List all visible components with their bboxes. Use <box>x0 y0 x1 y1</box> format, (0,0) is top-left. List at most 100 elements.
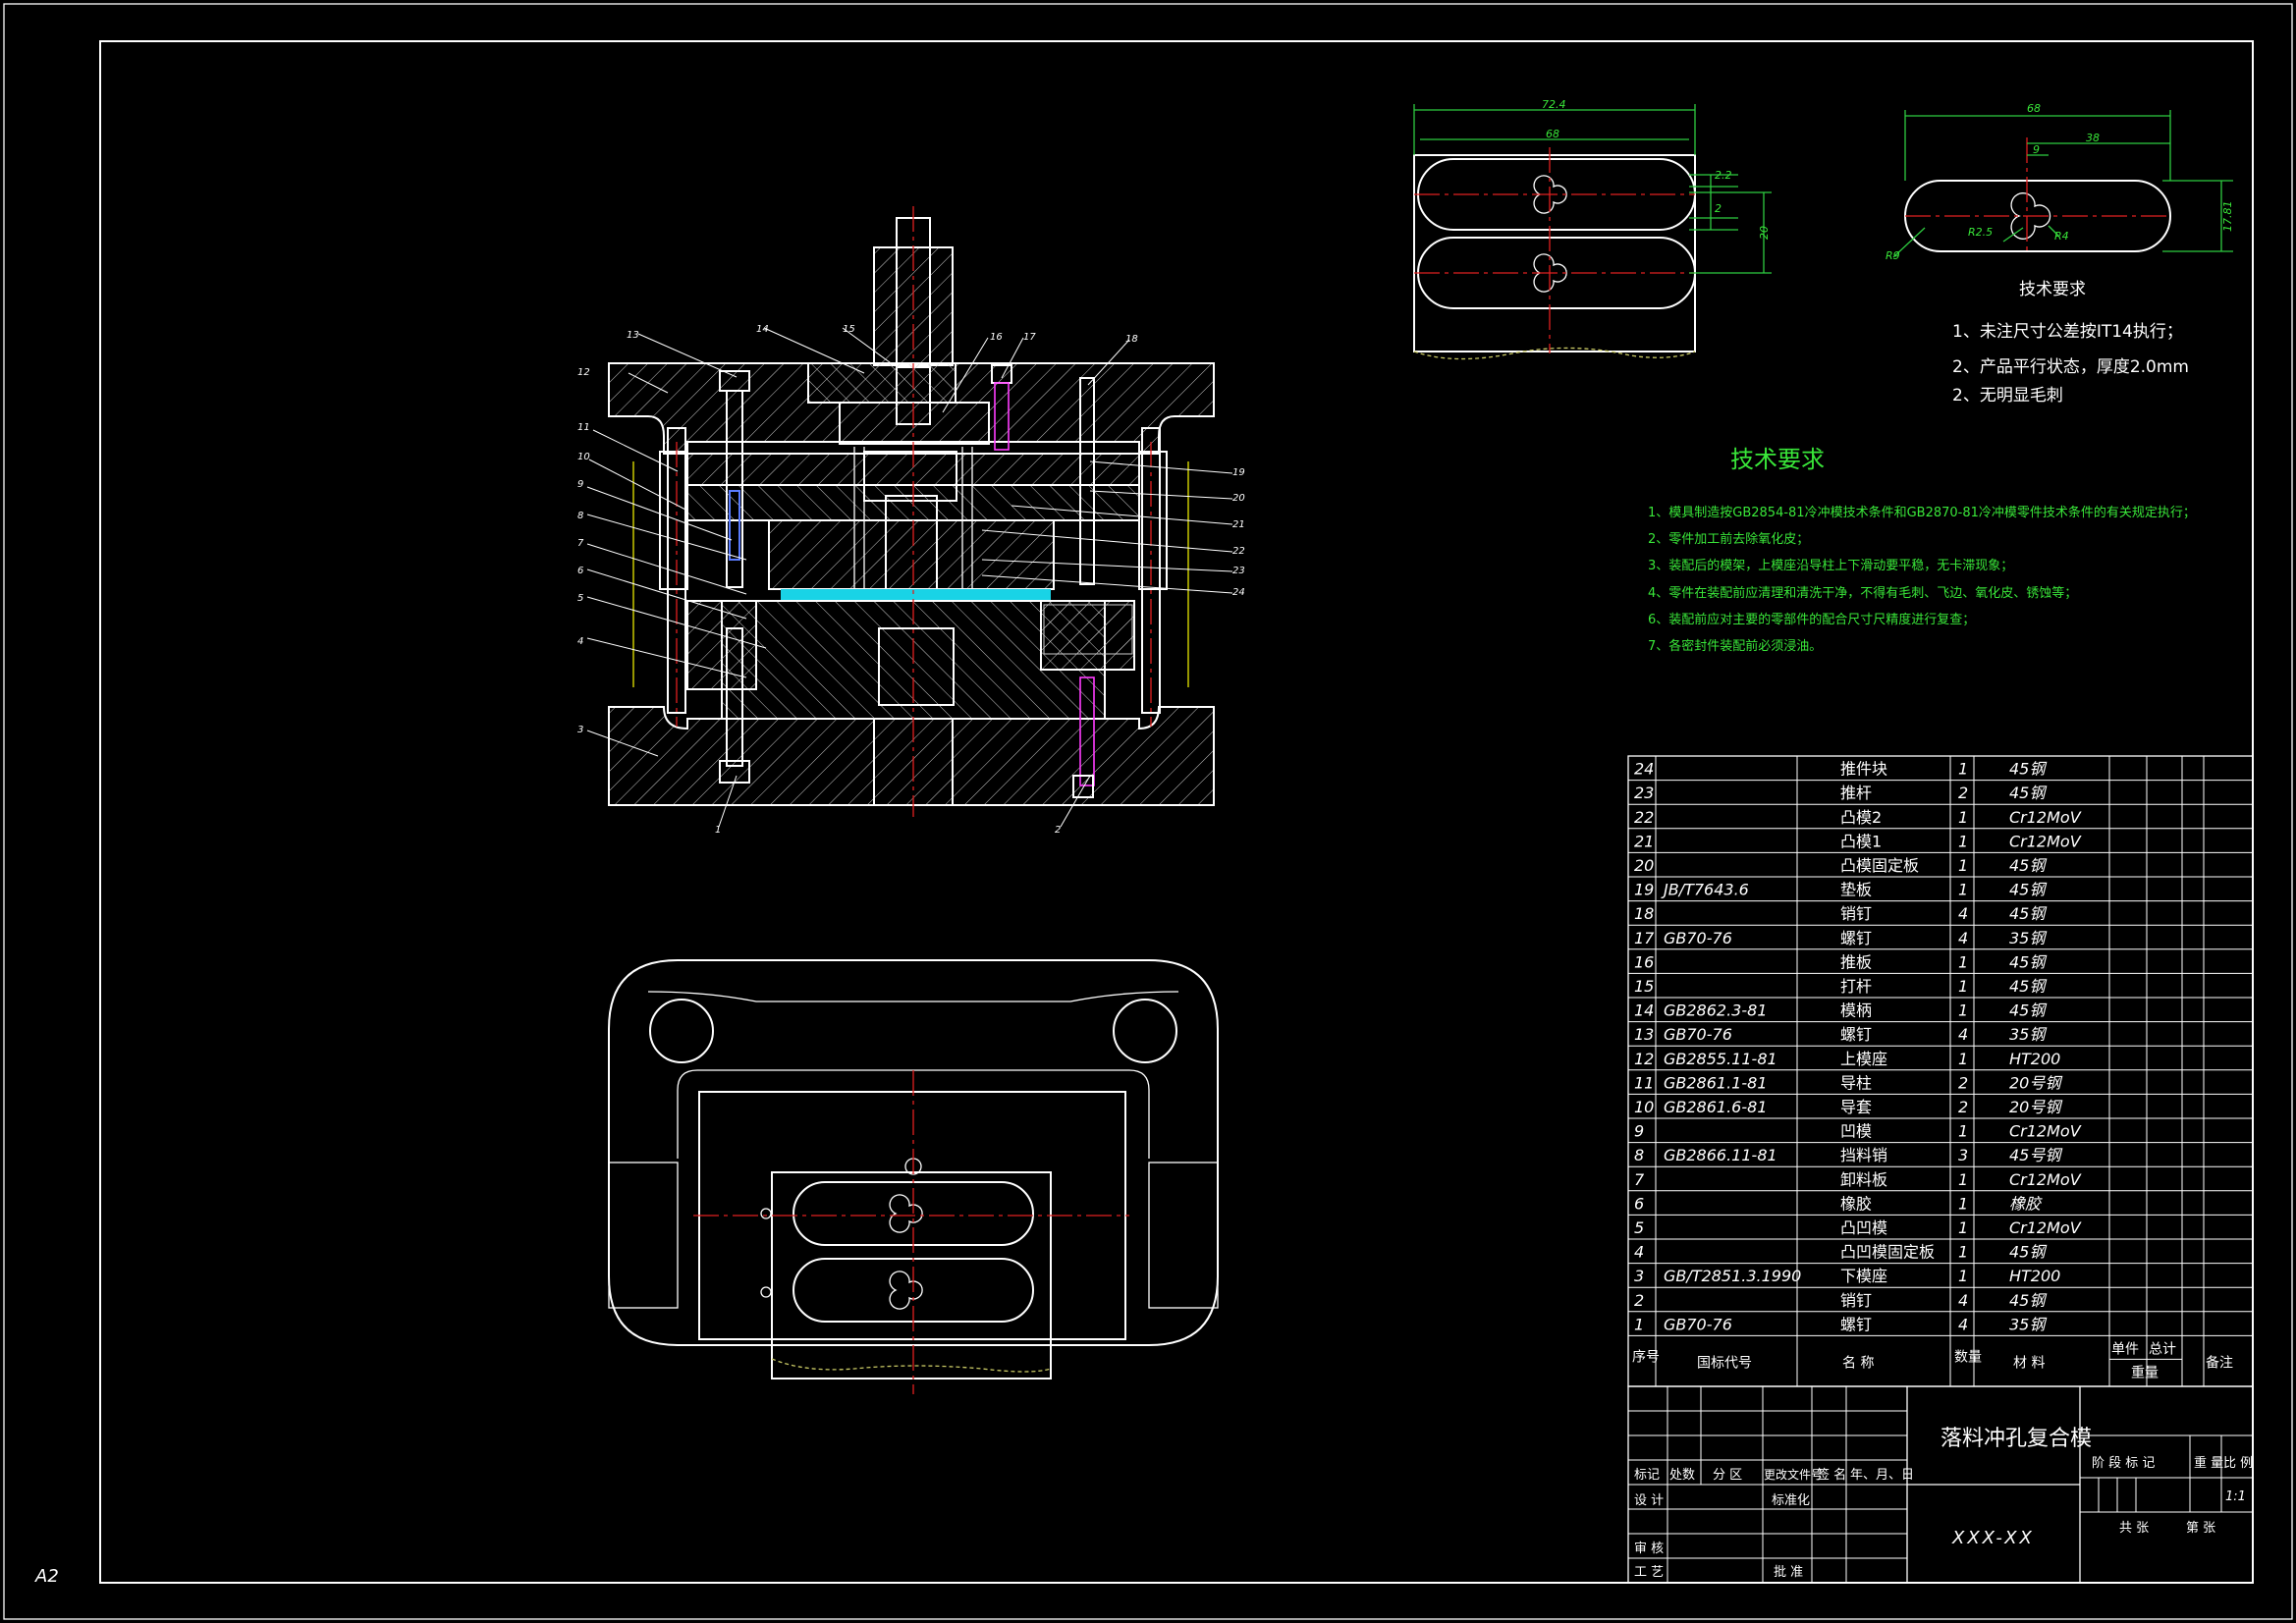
bom-std: GB70-76 <box>1664 1025 1732 1044</box>
bom-name: 螺钉 <box>1840 929 1872 947</box>
bom-material: 45号钢 <box>2009 1146 2062 1164</box>
bom-name: 模柄 <box>1840 1001 1872 1020</box>
callout-24: 24 <box>1232 587 1245 598</box>
callout-13: 13 <box>627 330 639 341</box>
bom-qty: 4 <box>1958 929 1968 947</box>
callout-12: 12 <box>577 367 590 378</box>
bom-name: 导套 <box>1840 1098 1872 1116</box>
bom-qty: 1 <box>1958 1243 1968 1262</box>
bom-std: GB2861.6-81 <box>1664 1098 1768 1116</box>
bom-name: 导柱 <box>1840 1073 1872 1092</box>
tech-req-4: 4、零件在装配前应清理和清洗干净，不得有毛刺、飞边、氧化皮、锈蚀等； <box>1648 585 2077 601</box>
bom-qty: 2 <box>1958 784 1968 802</box>
callout-15: 15 <box>843 324 855 335</box>
tb-sign: 签 名 <box>1817 1467 1846 1483</box>
bom-material: 45钢 <box>2009 1291 2047 1310</box>
bom-no: 21 <box>1634 832 1654 850</box>
tb-design: 设 计 <box>1634 1493 1664 1508</box>
bom-name: 凸凹模 <box>1840 1218 1887 1237</box>
bom-header-qty: 数量 <box>1954 1349 1982 1365</box>
bom-no: 13 <box>1634 1025 1654 1044</box>
bom-no: 15 <box>1634 977 1654 996</box>
bom-name: 凸模固定板 <box>1840 856 1919 875</box>
bom-qty: 4 <box>1958 1291 1968 1310</box>
bom-material: 35钢 <box>2009 1315 2047 1333</box>
bom-no: 23 <box>1634 784 1654 802</box>
part-note-3: 2、无明显毛刺 <box>1952 386 2063 406</box>
callout-5: 5 <box>577 593 583 604</box>
bom-name: 销钉 <box>1840 904 1872 923</box>
tb-sheets: 共 张 <box>2119 1521 2149 1536</box>
bom-header-weight: 重量 <box>2131 1365 2159 1380</box>
bom-material: Cr12MoV <box>2009 1170 2082 1189</box>
bom-no: 1 <box>1634 1315 1644 1333</box>
bom-qty: 1 <box>1958 1050 1968 1068</box>
bom-name: 下模座 <box>1840 1267 1887 1285</box>
title-block: 标记 处数 分 区 更改文件号 签 名 年、月、日 设 计 标准化 审 核 工 … <box>1627 1385 2254 1584</box>
bom-qty: 4 <box>1958 1025 1968 1044</box>
bom-material: 45钢 <box>2009 784 2047 802</box>
tb-scale-val: 1:1 <box>2225 1489 2246 1504</box>
bom-material: 45钢 <box>2009 881 2047 899</box>
bom-qty: 2 <box>1958 1073 1968 1092</box>
bom-no: 3 <box>1634 1267 1644 1285</box>
bom-qty: 1 <box>1958 881 1968 899</box>
bom-material: 45钢 <box>2009 1001 2047 1020</box>
part-tech-title: 技术要求 <box>2019 280 2086 299</box>
dim-38: 38 <box>2086 132 2100 144</box>
bom-no: 5 <box>1634 1218 1644 1237</box>
tb-doc: 更改文件号 <box>1764 1467 1823 1482</box>
bom-qty: 1 <box>1958 1122 1968 1141</box>
bom-name: 挡料销 <box>1840 1146 1887 1164</box>
bom-name: 凸模2 <box>1840 808 1882 827</box>
bom-header-remark: 备注 <box>2206 1354 2233 1371</box>
bom-qty: 4 <box>1958 904 1968 923</box>
bom-material: 45钢 <box>2009 1243 2047 1262</box>
bom-name: 上模座 <box>1840 1050 1887 1068</box>
bom-header-material: 材 料 <box>2013 1355 2045 1371</box>
bom-material: 20号钢 <box>2009 1098 2062 1116</box>
bom-name: 卸料板 <box>1840 1170 1887 1189</box>
bom-header-unit: 单件 <box>2111 1341 2139 1357</box>
bom-no: 8 <box>1634 1146 1644 1164</box>
drawing-number: XXX-XX <box>1951 1528 2035 1548</box>
part-drawing-blank: 68 38 9 17.81 R2.5 R4 R9 技术要求 1、未注尺寸公差按I… <box>1886 102 2234 406</box>
bom-no: 20 <box>1634 856 1654 875</box>
callout-4: 4 <box>577 636 583 647</box>
tb-review: 审 核 <box>1634 1542 1664 1556</box>
dim-68b: 68 <box>2027 102 2041 115</box>
callout-11: 11 <box>577 422 590 433</box>
tb-std: 标准化 <box>1772 1493 1810 1508</box>
bom-material: 35钢 <box>2009 929 2047 947</box>
outer-border <box>3 3 2293 1620</box>
bom-no: 18 <box>1634 904 1654 923</box>
bom-qty: 4 <box>1958 1315 1968 1333</box>
bom-qty: 1 <box>1958 760 1968 779</box>
part-note-1: 1、未注尺寸公差按IT14执行； <box>1952 322 2183 342</box>
tb-stage: 阶 段 标 记 <box>2092 1456 2155 1471</box>
bom-name: 橡胶 <box>1840 1194 1872 1213</box>
dim-r9: R9 <box>1886 249 1900 262</box>
bom-no: 19 <box>1634 881 1654 899</box>
bom-name: 推杆 <box>1840 784 1872 802</box>
callout-14: 14 <box>756 324 769 335</box>
bom-qty: 1 <box>1958 952 1968 971</box>
bom-header-no: 序号 <box>1632 1349 1660 1365</box>
bom-qty: 1 <box>1958 1194 1968 1213</box>
tech-req-7: 7、各密封件装配前必须浸油。 <box>1648 638 1822 654</box>
callout-9: 9 <box>577 479 583 490</box>
dim-9: 9 <box>2033 143 2040 156</box>
inner-border <box>99 40 2254 1584</box>
bom-header-name: 名 称 <box>1842 1355 1874 1371</box>
bom-no: 17 <box>1634 929 1655 947</box>
tb-count: 处数 <box>1669 1468 1695 1483</box>
bom-name: 螺钉 <box>1840 1025 1872 1044</box>
callout-16: 16 <box>990 332 1003 343</box>
dim-r4: R4 <box>2054 230 2069 243</box>
tech-req-2: 2、零件加工前去除氧化皮； <box>1648 531 1809 547</box>
dim-2: 2 <box>1715 202 1722 215</box>
bom-material: 35钢 <box>2009 1025 2047 1044</box>
callout-10: 10 <box>577 452 590 462</box>
